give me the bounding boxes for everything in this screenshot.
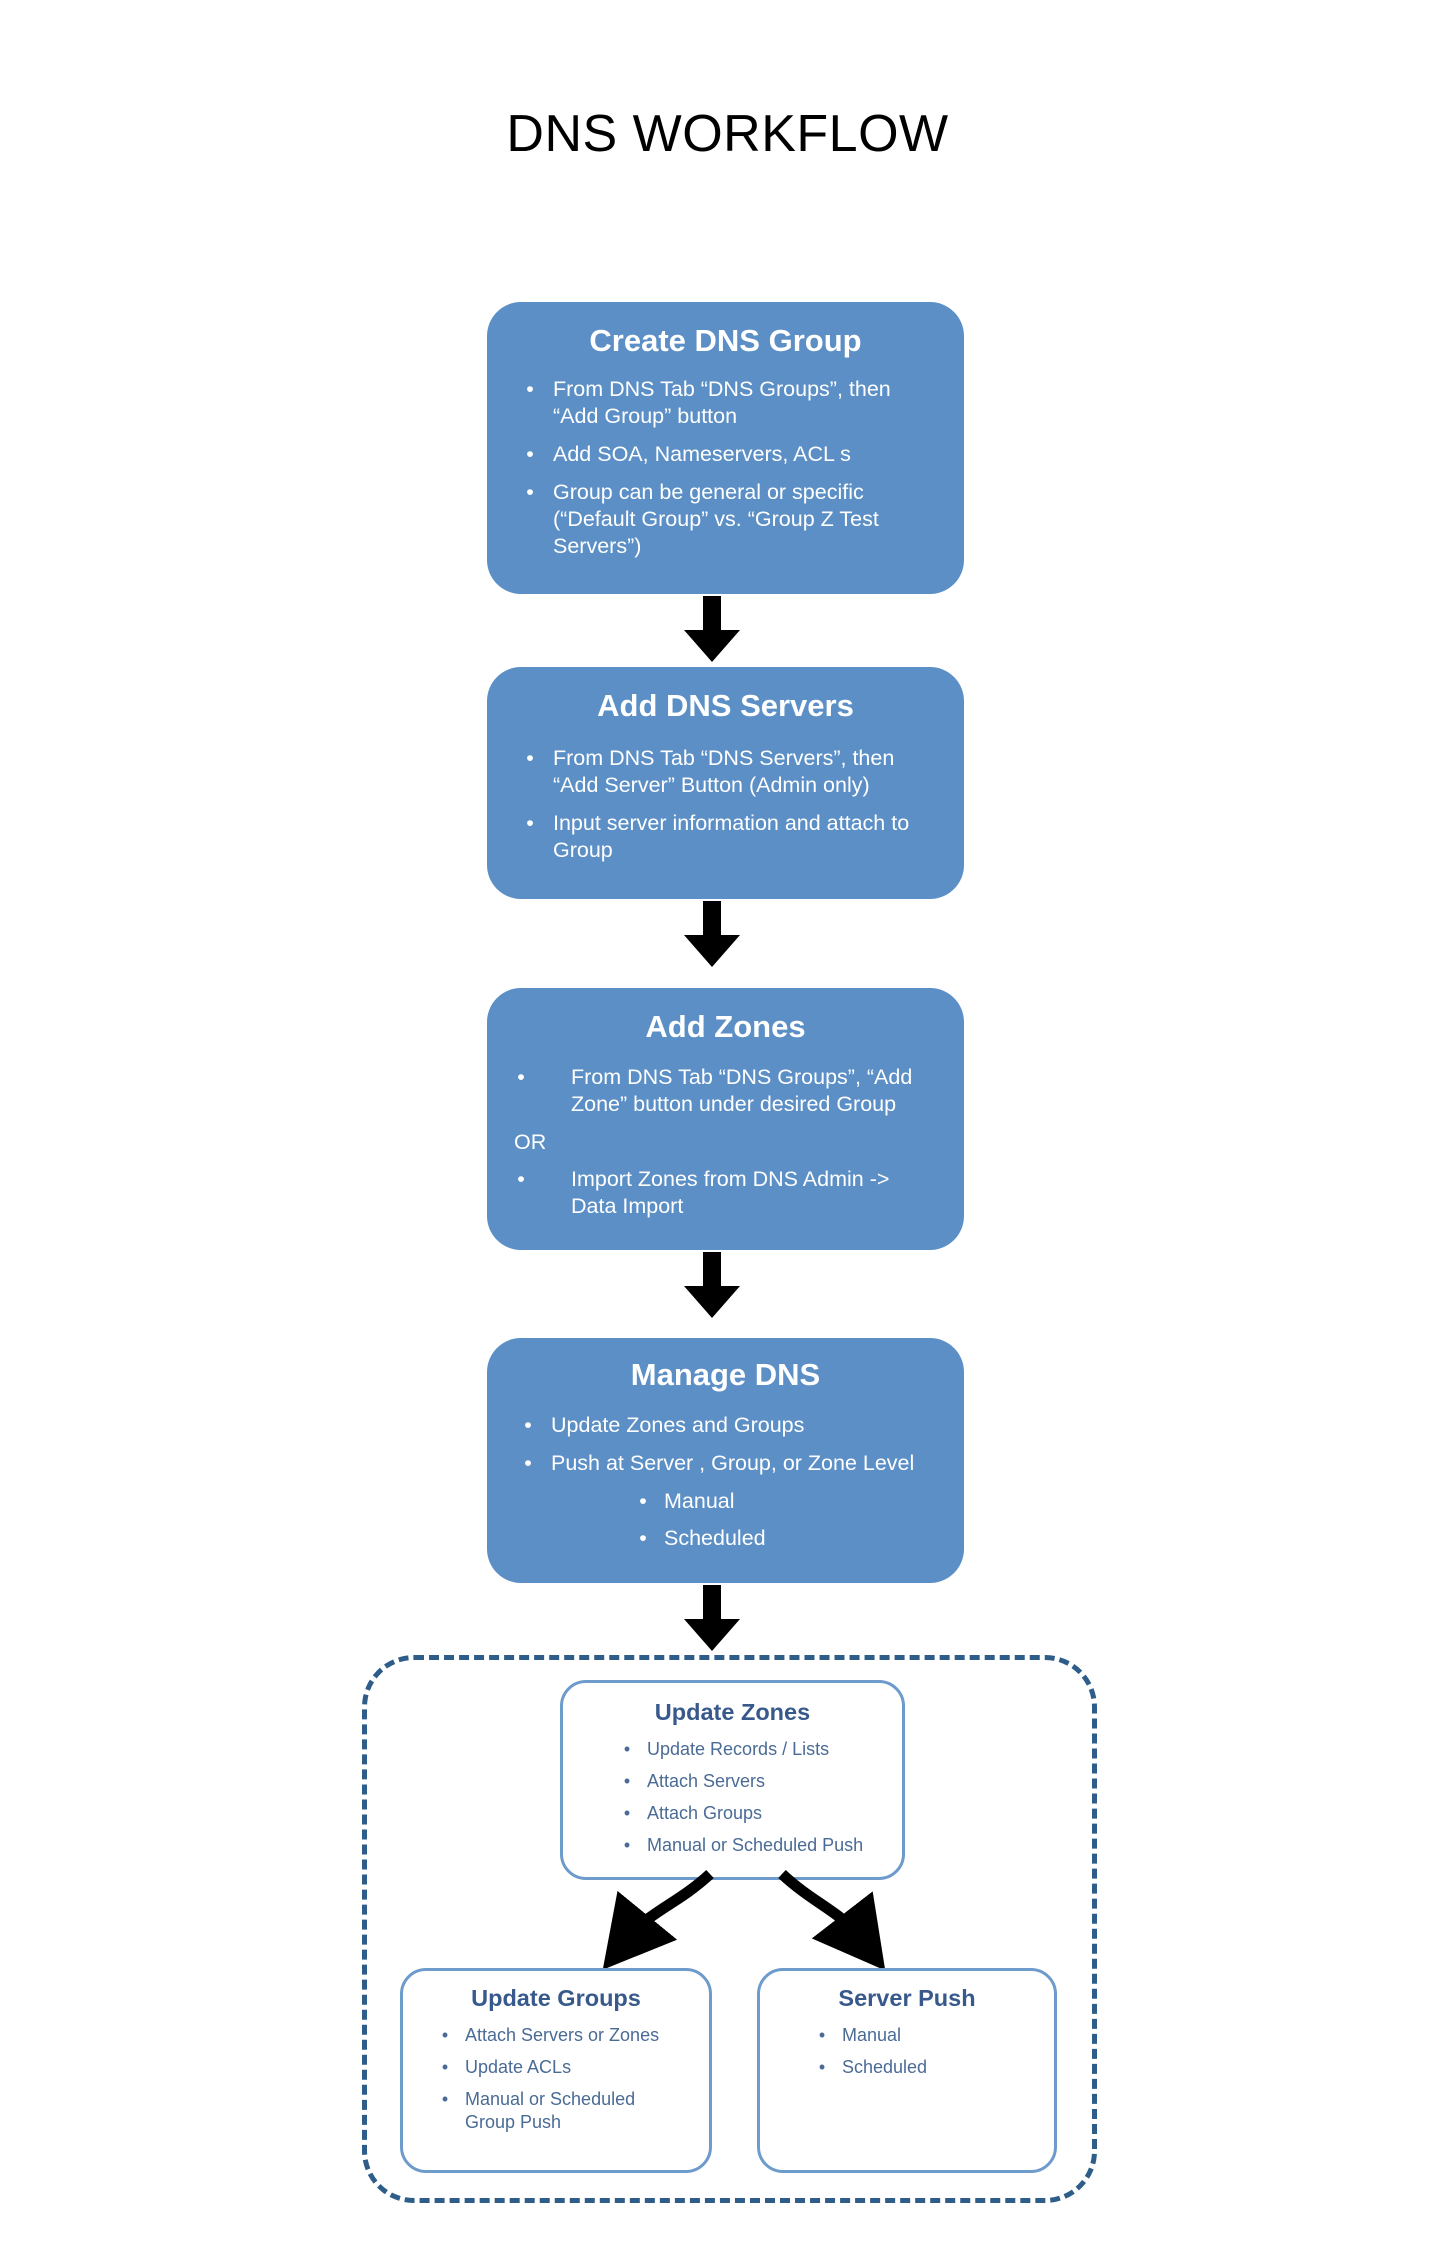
sub-bullets-server-push: • Manual • Scheduled	[816, 2024, 1036, 2079]
arrow-shaft	[703, 596, 721, 632]
sub-box-update-groups: Update Groups • Attach Servers or Zones …	[400, 1968, 712, 2173]
bullet-icon: •	[524, 1451, 532, 1476]
list-item: • Attach Groups	[621, 1802, 891, 1825]
arrow-shaft	[703, 1252, 721, 1288]
bullet-icon: •	[526, 811, 534, 836]
list-item: • Attach Servers	[621, 1770, 891, 1793]
list-item: • Manual or Scheduled Group Push	[439, 2088, 689, 2134]
list-item: • Manual	[521, 1488, 951, 1515]
bullet-icon: •	[623, 1738, 631, 1759]
sub-box-server-push: Server Push • Manual • Scheduled	[757, 1968, 1057, 2173]
step-bullets-add-zones-after: • Import Zones from DNS Admin -> Data Im…	[514, 1166, 939, 1220]
bullet-icon: •	[517, 1065, 525, 1090]
arrow-head-icon	[684, 1286, 740, 1318]
list-item: • Attach Servers or Zones	[439, 2024, 689, 2047]
bullet-icon: •	[818, 2056, 826, 2077]
flow-arrow-4	[684, 1585, 740, 1651]
bullet-icon: •	[517, 1167, 525, 1192]
bullet-icon: •	[526, 480, 534, 505]
flow-arrow-2	[684, 901, 740, 967]
sub-box-update-zones: Update Zones • Update Records / Lists • …	[560, 1680, 905, 1880]
bullet-icon: •	[623, 1834, 631, 1855]
list-item: • From DNS Tab “DNS Groups”, “Add Zone” …	[514, 1064, 939, 1118]
list-item: • Scheduled	[521, 1525, 951, 1552]
sub-title-update-zones: Update Zones	[654, 1699, 811, 1725]
list-item: • Update Records / Lists	[621, 1738, 891, 1761]
step-box-add-dns-servers: Add DNS Servers • From DNS Tab “DNS Serv…	[487, 667, 964, 899]
arrow-head-icon	[684, 1619, 740, 1651]
bullet-icon: •	[441, 2056, 449, 2077]
list-item: • Scheduled	[816, 2056, 1036, 2079]
arrow-shaft	[703, 901, 721, 937]
list-item: • Update ACLs	[439, 2056, 689, 2079]
list-item: • From DNS Tab “DNS Groups”, then “Add G…	[523, 376, 933, 430]
step-title-create-dns-group: Create DNS Group	[589, 323, 862, 358]
sub-title-update-groups: Update Groups	[471, 1985, 641, 2011]
page-title: DNS WORKFLOW	[506, 105, 949, 163]
sub-bullets-update-zones: • Update Records / Lists • Attach Server…	[621, 1738, 891, 1857]
step-bullets-create-dns-group: • From DNS Tab “DNS Groups”, then “Add G…	[523, 376, 933, 560]
list-item: • Manual or Scheduled Push	[621, 1834, 891, 1857]
add-zones-separator: OR	[514, 1130, 547, 1155]
flow-arrow-3	[684, 1252, 740, 1318]
bullet-icon: •	[441, 2024, 449, 2045]
bullet-icon: •	[441, 2088, 449, 2109]
arrow-head-icon	[684, 630, 740, 662]
step-bullets-add-zones-before: • From DNS Tab “DNS Groups”, “Add Zone” …	[514, 1064, 939, 1118]
arrow-shaft	[703, 1585, 721, 1621]
list-item: • Group can be general or specific (“Def…	[523, 479, 933, 560]
step-title-add-zones: Add Zones	[645, 1009, 806, 1044]
bullet-icon: •	[524, 1413, 532, 1438]
step-box-manage-dns: Manage DNS • Update Zones and Groups • P…	[487, 1338, 964, 1583]
bullet-icon: •	[639, 1489, 647, 1514]
list-item: • Update Zones and Groups	[521, 1412, 951, 1439]
bullet-icon: •	[526, 442, 534, 467]
step-box-add-zones: Add Zones • From DNS Tab “DNS Groups”, “…	[487, 988, 964, 1250]
list-item: • From DNS Tab “DNS Servers”, then “Add …	[523, 745, 938, 799]
list-item: • Import Zones from DNS Admin -> Data Im…	[514, 1166, 939, 1220]
step-box-create-dns-group: Create DNS Group • From DNS Tab “DNS Gro…	[487, 302, 964, 594]
step-subbullets-manage-dns: • Manual • Scheduled	[521, 1488, 951, 1552]
sub-title-server-push: Server Push	[838, 1985, 976, 2011]
list-item: • Push at Server , Group, or Zone Level	[521, 1450, 951, 1477]
bullet-icon: •	[623, 1770, 631, 1791]
step-bullets-manage-dns: • Update Zones and Groups • Push at Serv…	[521, 1412, 951, 1477]
bullet-icon: •	[623, 1802, 631, 1823]
step-title-manage-dns: Manage DNS	[630, 1357, 821, 1392]
detail-group-container	[362, 1655, 1097, 2203]
step-bullets-add-dns-servers: • From DNS Tab “DNS Servers”, then “Add …	[523, 745, 938, 864]
bullet-icon: •	[818, 2024, 826, 2045]
step-title-add-dns-servers: Add DNS Servers	[597, 688, 854, 723]
arrow-head-icon	[684, 935, 740, 967]
list-item: • Input server information and attach to…	[523, 810, 938, 864]
bullet-icon: •	[526, 746, 534, 771]
bullet-icon: •	[526, 377, 534, 402]
sub-bullets-update-groups: • Attach Servers or Zones • Update ACLs …	[439, 2024, 689, 2134]
flow-arrow-1	[684, 596, 740, 662]
list-item: • Add SOA, Nameservers, ACL s	[523, 441, 933, 468]
list-item: • Manual	[816, 2024, 1036, 2047]
bullet-icon: •	[639, 1526, 647, 1551]
